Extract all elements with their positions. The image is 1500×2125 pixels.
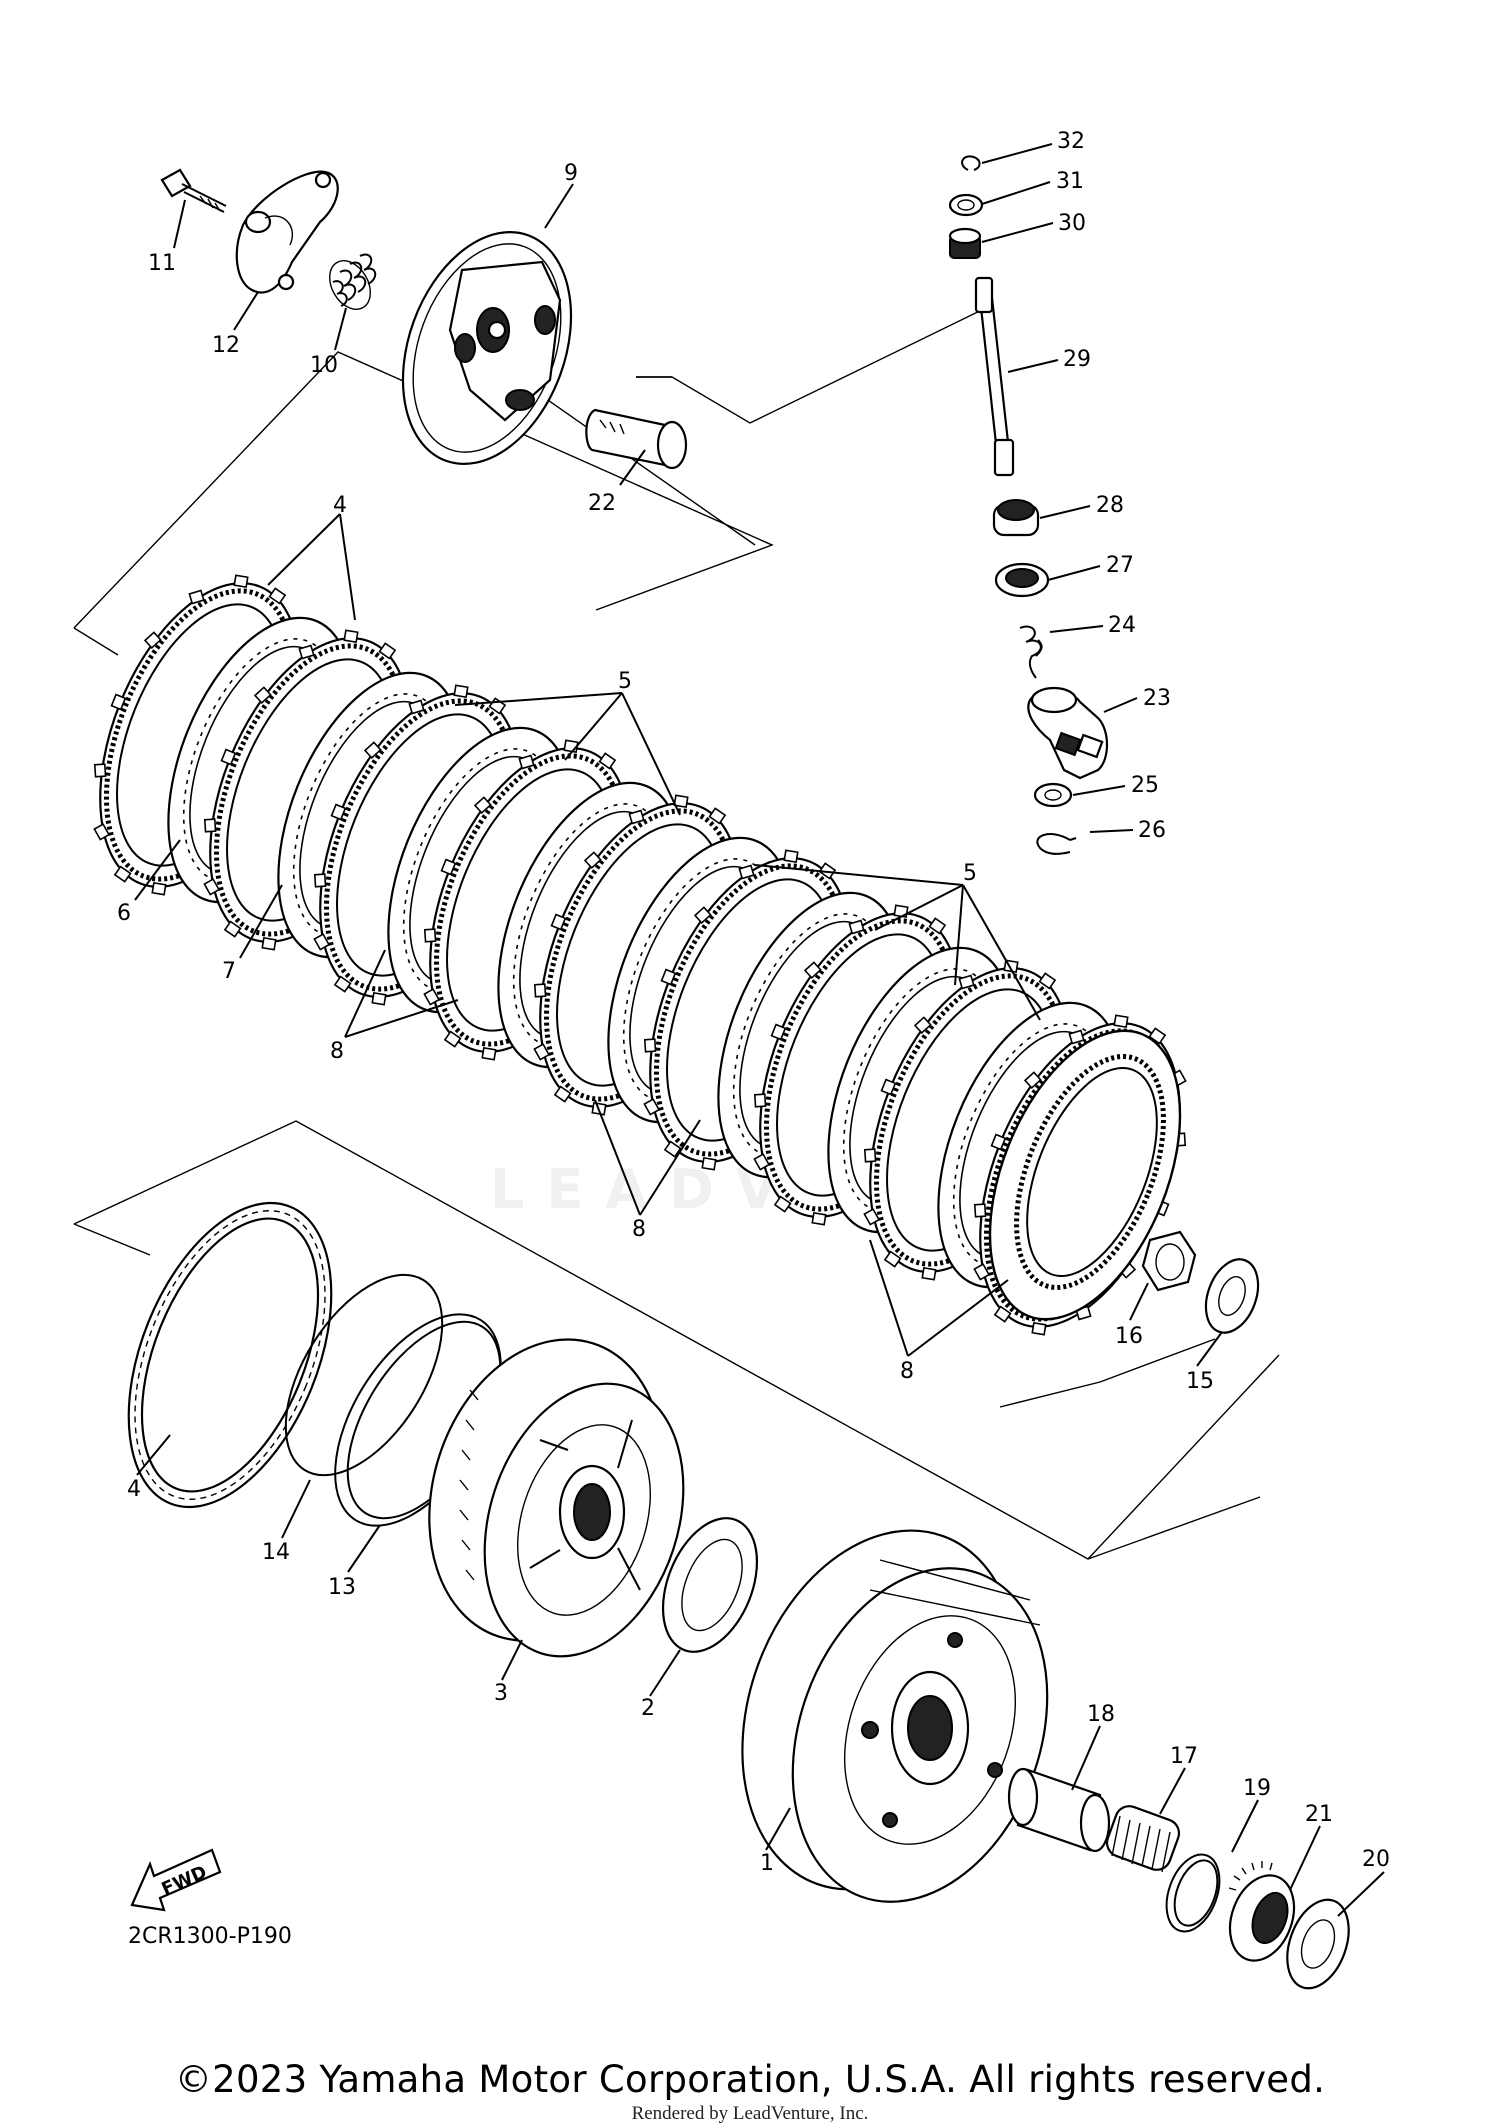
callout-29: 29	[1063, 347, 1091, 372]
callout-24: 24	[1108, 613, 1136, 638]
diagram-code: 2CR1300-P190	[128, 1924, 292, 1949]
push-lever-parts	[948, 155, 1109, 855]
push-piece-22	[585, 408, 688, 470]
callout-16: 16	[1115, 1324, 1143, 1349]
leader-lines	[134, 143, 1385, 1917]
callout-9: 9	[564, 161, 578, 186]
spring-10	[329, 253, 377, 310]
callout-5-left: 5	[618, 669, 632, 694]
callout-26: 26	[1138, 818, 1166, 843]
pressure-plate-9	[401, 231, 573, 465]
clutch-boss-3	[428, 1338, 685, 1658]
callout-8-left: 8	[330, 1039, 344, 1064]
lower-parts	[127, 1201, 1350, 1990]
fwd-arrow-icon: FWD	[130, 1848, 222, 1912]
callout-18: 18	[1087, 1702, 1115, 1727]
callout-1: 1	[760, 1851, 774, 1876]
callout-4-top: 4	[333, 493, 347, 518]
callout-10: 10	[310, 353, 338, 378]
callout-14: 14	[262, 1540, 290, 1565]
callout-22: 22	[588, 491, 616, 516]
callout-20: 20	[1362, 1847, 1390, 1872]
callout-2: 2	[641, 1696, 655, 1721]
callout-12: 12	[212, 333, 240, 358]
friction-plate-4-lower	[127, 1201, 333, 1509]
callout-17: 17	[1170, 1744, 1198, 1769]
callout-28: 28	[1096, 493, 1124, 518]
clutch-housing-1	[741, 1529, 1049, 1903]
callout-8-right: 8	[900, 1359, 914, 1384]
callout-3: 3	[494, 1681, 508, 1706]
rendered-by-text: Rendered by LeadVenture, Inc.	[631, 2103, 869, 2124]
callout-labels: 1 2 3 4 4 5 5 6 7 8 8 8 9 10 11 12 13 14…	[117, 129, 1390, 1876]
callout-15: 15	[1186, 1369, 1214, 1394]
spring-plate-12	[235, 170, 339, 294]
callout-6: 6	[117, 901, 131, 926]
callout-30: 30	[1058, 211, 1086, 236]
callout-8-middle: 8	[632, 1217, 646, 1242]
callout-5-right: 5	[963, 861, 977, 886]
callout-4-bottom: 4	[127, 1477, 141, 1502]
callout-23: 23	[1143, 686, 1171, 711]
clutch-plate-8-last	[988, 1029, 1182, 1321]
callout-27: 27	[1106, 553, 1134, 578]
callout-32: 32	[1057, 129, 1085, 154]
callout-19: 19	[1243, 1776, 1271, 1801]
copyright-text: ©2023 Yamaha Motor Corporation, U.S.A. A…	[174, 2058, 1326, 2101]
callout-25: 25	[1131, 773, 1159, 798]
callout-21: 21	[1305, 1802, 1333, 1827]
callout-31: 31	[1056, 169, 1084, 194]
callout-13: 13	[328, 1575, 356, 1600]
callout-7: 7	[222, 959, 236, 984]
callout-11: 11	[148, 251, 176, 276]
clutch-plate-stack	[93, 574, 1187, 1336]
bolt-11	[160, 168, 227, 213]
